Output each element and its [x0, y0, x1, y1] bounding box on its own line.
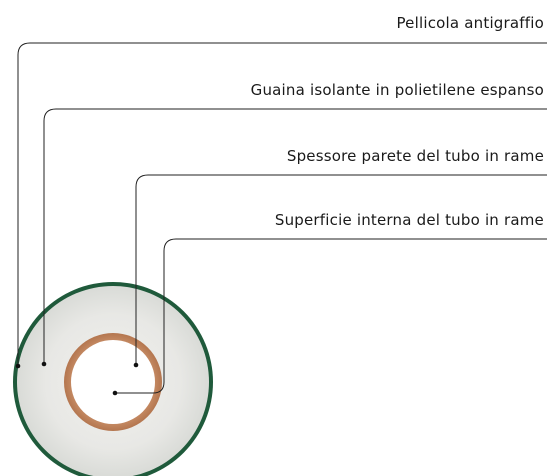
- leader-lines: [17, 42, 547, 394]
- leader-line-film: [17, 42, 547, 366]
- leader-dot-film: [15, 363, 21, 369]
- label-antiscratch-film: Pellicola antigraffio: [396, 14, 544, 32]
- label-copper-wall-thickness: Spessore parete del tubo in rame: [286, 147, 544, 165]
- leader-dot-wall: [133, 362, 139, 368]
- leader-dot-inner-surface: [112, 390, 118, 396]
- leader-line-insulation: [43, 108, 547, 364]
- leader-dot-insulation: [41, 361, 47, 367]
- pipe-section: [13, 282, 213, 476]
- leader-line-wall: [135, 174, 547, 365]
- leader-line-inner-surface: [115, 238, 547, 394]
- label-copper-inner-surface: Superficie interna del tubo in rame: [274, 211, 544, 229]
- copper-tube-bore: [71, 340, 155, 424]
- leader-dots: [15, 361, 139, 396]
- label-foam-insulation: Guaina isolante in polietilene espanso: [250, 81, 544, 99]
